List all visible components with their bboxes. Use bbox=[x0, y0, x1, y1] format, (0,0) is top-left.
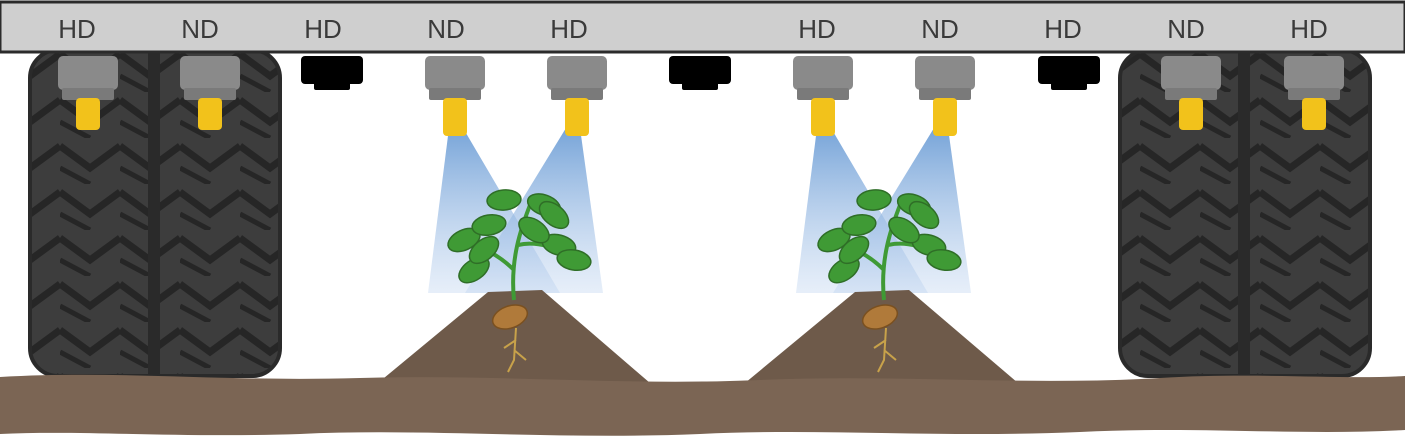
closed-nozzle-icon bbox=[301, 56, 363, 90]
nozzle-icon bbox=[1161, 56, 1221, 130]
nozzle-label-nd: ND bbox=[1167, 14, 1205, 44]
nozzle-icon bbox=[1284, 56, 1344, 130]
nozzle-label-nd: ND bbox=[181, 14, 219, 44]
nozzle-label-hd: HD bbox=[304, 14, 342, 44]
nozzle-label-hd: HD bbox=[550, 14, 588, 44]
ground bbox=[0, 290, 1405, 436]
nozzle-label-hd: HD bbox=[1044, 14, 1082, 44]
nozzle-icon bbox=[793, 56, 853, 136]
nozzle-icon bbox=[425, 56, 485, 136]
nozzle-label-hd: HD bbox=[798, 14, 836, 44]
sprayer-boom bbox=[0, 0, 1405, 54]
nozzle-icon bbox=[58, 56, 118, 130]
nozzles bbox=[58, 56, 1344, 136]
potato-plant bbox=[447, 189, 592, 373]
nozzle-icon bbox=[915, 56, 975, 136]
closed-nozzle-icon bbox=[1038, 56, 1100, 90]
potato-tuber bbox=[491, 304, 529, 330]
potato-plant bbox=[817, 189, 962, 373]
nozzle-label-nd: ND bbox=[921, 14, 959, 44]
nozzle-label-hd: HD bbox=[1290, 14, 1328, 44]
potato-hill bbox=[745, 290, 1018, 383]
nozzle-label-hd: HD bbox=[58, 14, 96, 44]
potato-hill bbox=[378, 290, 650, 383]
soil bbox=[0, 374, 1405, 436]
nozzle-icon bbox=[547, 56, 607, 136]
closed-nozzle-icon bbox=[669, 56, 731, 90]
potato-plants bbox=[447, 189, 962, 373]
potato-tuber bbox=[861, 304, 899, 330]
nozzle-label-nd: ND bbox=[427, 14, 465, 44]
nozzle-icon bbox=[180, 56, 240, 130]
